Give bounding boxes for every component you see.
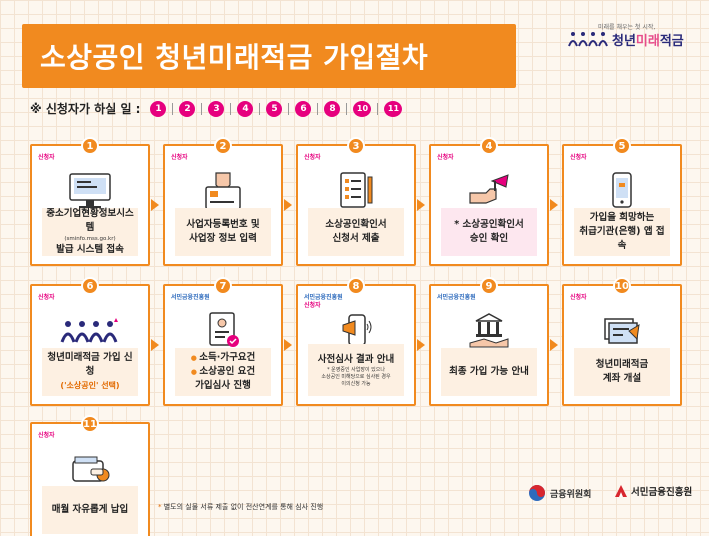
id-card-shield-icon [165, 166, 281, 216]
step-title: 청년미래적금 가입 신청 [47, 352, 133, 377]
role-label: 서민금융진흥원 [171, 294, 210, 301]
step-card-7: 7 서민금융진흥원 소득·가구요건 소상공인 요건 가입심사 진행 [163, 277, 283, 406]
step-card-9: 9 서민금융진흥원 최종 가입 가능 안내 [429, 277, 549, 406]
next-arrow-icon [550, 199, 558, 211]
next-arrow-icon [151, 199, 159, 211]
step-title: 청년미래적금 [595, 359, 649, 370]
step-title: 승인 확인 [469, 233, 509, 244]
step-title: 신청서 제출 [332, 233, 380, 244]
step-title: 소상공인확인서 [325, 219, 387, 230]
role-label: 신청자 [437, 154, 454, 161]
kinfa-logo: 서민금융진흥원 [614, 484, 692, 498]
step-badge: 10 [353, 100, 372, 117]
step-title: 가입심사 진행 [195, 380, 251, 391]
step-note: 소상공인 미해당으로 심사된 경우 [321, 373, 391, 380]
hand-document-icon [431, 166, 547, 216]
step-badge: 2 [179, 100, 196, 117]
step-number: 7 [214, 277, 232, 295]
role-label: 신청자 [570, 154, 587, 161]
step-badge: 4 [237, 100, 254, 117]
checklist-pen-icon [298, 166, 414, 216]
next-arrow-icon [550, 339, 558, 351]
role-label: 서민금융진흥원 [304, 294, 343, 301]
bank-hand-icon [431, 306, 547, 356]
step-title: 중소기업현황정보시스템 [46, 208, 134, 233]
role-label: 신청자 [570, 294, 587, 301]
step-title: 사업자등록번호 및 [186, 219, 260, 230]
role-label: 신청자 [304, 302, 321, 309]
logo-tagline: 미래를 채우는 첫 시작, [598, 24, 656, 31]
step-badge: 8 [324, 100, 341, 117]
bankbook-icon [564, 306, 680, 356]
step-number: 3 [347, 137, 365, 155]
step-title: 매월 자유롭게 납입 [51, 504, 129, 515]
wallet-coin-icon [32, 444, 148, 494]
step-badge: 11 [384, 100, 403, 117]
step-title: 발급 시스템 접속 [56, 244, 124, 255]
role-label: 신청자 [38, 154, 55, 161]
role-label: 서민금융진흥원 [437, 294, 476, 301]
step-title: 최종 가입 가능 안내 [449, 366, 529, 377]
step-badge: 3 [208, 100, 225, 117]
step-number: 10 [613, 277, 631, 295]
fsc-logo: 금융위원회 [528, 484, 591, 502]
mobile-phone-icon [564, 166, 680, 216]
step-title: 계좌 개설 [602, 373, 642, 384]
step-title: 소득·가구요건 [191, 351, 255, 365]
step-card-1: 1 신청자 중소기업현황정보시스템 (sminfo.mss.go.kr) 발급 … [30, 137, 150, 266]
computer-icon [32, 166, 148, 216]
step-badge: 1 [150, 100, 167, 117]
title-banner: 소상공인 청년미래적금 가입절차 [22, 24, 516, 88]
role-label: 신청자 [171, 154, 188, 161]
step-note: 이의신청 가능 [341, 380, 371, 387]
step-title: 가입을 희망하는 [589, 212, 655, 223]
step-title: 사업장 정보 입력 [189, 233, 257, 244]
step-url: (sminfo.mss.go.kr) [64, 236, 116, 242]
step-card-2: 2 신청자 사업자등록번호 및 사업장 정보 입력 [163, 137, 283, 266]
next-arrow-icon [284, 339, 292, 351]
role-label: 신청자 [304, 154, 321, 161]
step-title: * 소상공인확인서 [454, 219, 524, 230]
notice-text: ※ 신청자가 하실 일 : [30, 102, 141, 116]
step-number: 2 [214, 137, 232, 155]
step-number: 11 [81, 415, 99, 433]
step-number: 6 [81, 277, 99, 295]
role-label: 신청자 [38, 432, 55, 439]
applicant-steps-notice: ※ 신청자가 하실 일 : 1 2 3 4 5 6 8 10 11 [30, 100, 403, 117]
next-arrow-icon [417, 199, 425, 211]
step-number: 5 [613, 137, 631, 155]
kinfa-mark-icon [615, 485, 627, 497]
step-number: 4 [480, 137, 498, 155]
step-card-3: 3 신청자 소상공인확인서 신청서 제출 [296, 137, 416, 266]
step-number: 8 [347, 277, 365, 295]
logo-wordmark: 청년미래적금 [612, 34, 684, 49]
people-logo-icon [568, 32, 608, 47]
megaphone-phone-icon [298, 306, 414, 356]
footnote: * 별도의 실물 서류 제출 없이 전산연계를 통해 심사 진행 [158, 503, 324, 511]
next-arrow-icon [417, 339, 425, 351]
step-title: 취급기관(은행) 앱 접속 [579, 226, 665, 251]
step-number: 1 [81, 137, 99, 155]
step-card-6: 6 신청자 청년미래적금 가입 신청 ('소상공인' 선택) [30, 277, 150, 406]
people-logo-icon [32, 306, 148, 356]
step-badge: 5 [266, 100, 283, 117]
profile-document-icon [165, 306, 281, 356]
step-title: 사전심사 결과 안내 [317, 353, 395, 365]
page-title: 소상공인 청년미래적금 가입절차 [40, 41, 429, 74]
next-arrow-icon [284, 199, 292, 211]
step-card-4: 4 신청자 * 소상공인확인서 승인 확인 [429, 137, 549, 266]
step-card-5: 5 신청자 가입을 희망하는 취급기관(은행) 앱 접속 [562, 137, 682, 266]
step-badge: 6 [295, 100, 312, 117]
step-note: * 운영중인 사업장이 있으나 [327, 366, 385, 373]
step-note: ('소상공인' 선택) [60, 381, 120, 390]
next-arrow-icon [151, 339, 159, 351]
role-label: 신청자 [38, 294, 55, 301]
step-card-11: 11 신청자 매월 자유롭게 납입 [30, 415, 150, 536]
step-card-10: 10 신청자 청년미래적금 계좌 개설 [562, 277, 682, 406]
step-number: 9 [480, 277, 498, 295]
step-title: 소상공인 요건 [191, 365, 255, 379]
taegeuk-icon [529, 485, 545, 501]
